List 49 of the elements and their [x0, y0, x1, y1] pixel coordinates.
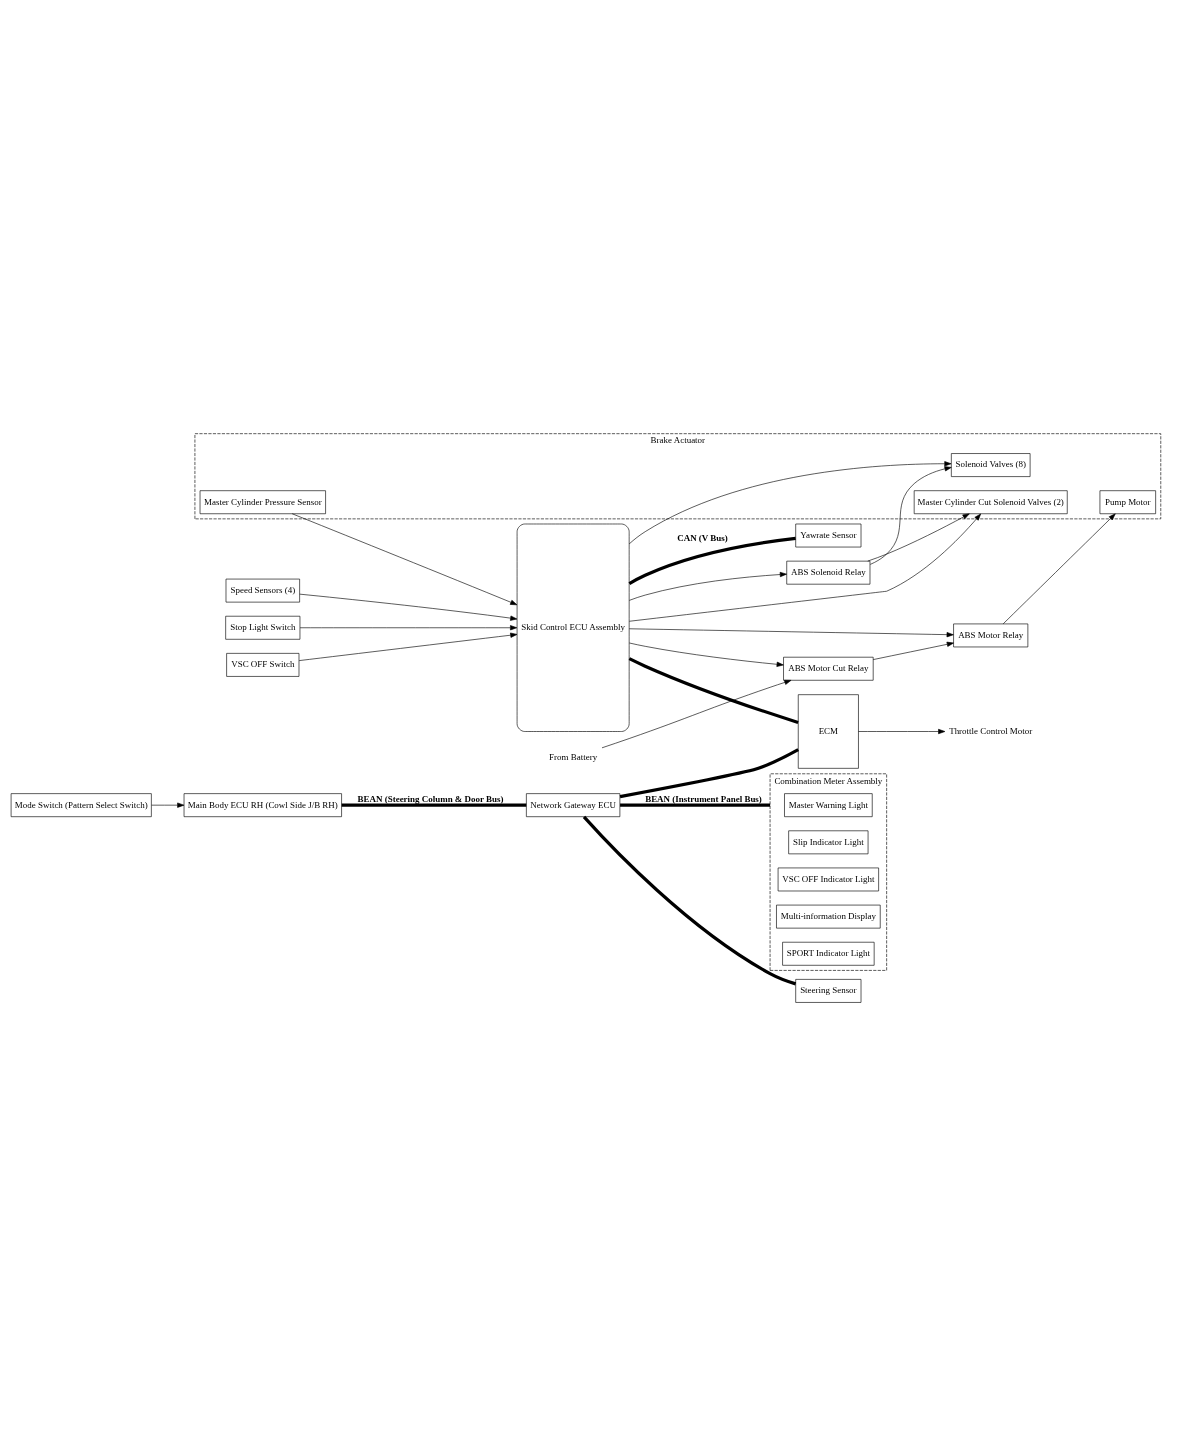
node-box: ABS Motor Relay [953, 623, 1029, 647]
arrow [1002, 513, 1116, 624]
connector [582, 815, 797, 985]
node-box: Stop Light Switch [225, 615, 301, 640]
node-box: VSC OFF Switch [226, 652, 300, 677]
node-box: VSC OFF Indicator Light [777, 867, 879, 891]
arrow [298, 632, 518, 661]
arrow [858, 728, 946, 734]
node-box: Pump Motor [1099, 489, 1156, 514]
arrow [872, 641, 954, 660]
node-box: Speed Sensors (4) [225, 578, 300, 602]
node-box: SPORT Indicator Light [782, 941, 875, 966]
arrow [629, 642, 784, 667]
node-box: Multi-information Display [776, 904, 881, 928]
node-box: Main Body ECU RH (Cowl Side J/B RH) [183, 792, 342, 817]
node-box: Master Cylinder Pressure Sensor [199, 489, 326, 514]
node-box: ABS Solenoid Relay [786, 560, 871, 585]
edge-label: BEAN (Steering Column & Door Bus) [357, 793, 504, 804]
node-text: From Battery [549, 751, 598, 761]
node-box: Master Cylinder Cut Solenoid Valves (2) [913, 489, 1068, 514]
node-box: Yawrate Sensor [795, 523, 862, 547]
node-box: Network Gateway ECU [526, 792, 621, 817]
arrow [299, 624, 518, 630]
node-box: Skid Control ECU Assembly [516, 523, 630, 732]
arrow [869, 465, 952, 565]
node-box: ABS Motor Cut Relay [783, 656, 874, 681]
node-text: Throttle Control Motor [949, 725, 1033, 736]
arrow [628, 571, 787, 601]
arrow [601, 679, 792, 748]
arrow [299, 593, 518, 621]
arrow [867, 513, 970, 561]
node-box: Mode Switch (Pattern Select Switch) [10, 792, 152, 817]
node-box: ECM [797, 693, 859, 769]
node-box: Steering Sensor [795, 978, 862, 1003]
node-box: Solenoid Valves (8) [951, 452, 1031, 477]
connector [620, 803, 771, 807]
arrow [628, 460, 952, 544]
connector [619, 747, 799, 798]
connector [628, 656, 799, 724]
arrow [629, 513, 982, 622]
node-box: Master Warning Light [784, 792, 873, 817]
connector [341, 803, 527, 807]
edge-label: BEAN (Instrument Panel Bus) [645, 793, 762, 804]
node-box: Slip Indicator Light [788, 829, 869, 854]
connector [628, 536, 796, 585]
arrow [628, 627, 954, 637]
edge-label: CAN (V Bus) [677, 532, 728, 543]
arrow [291, 512, 518, 605]
arrow [151, 802, 185, 808]
